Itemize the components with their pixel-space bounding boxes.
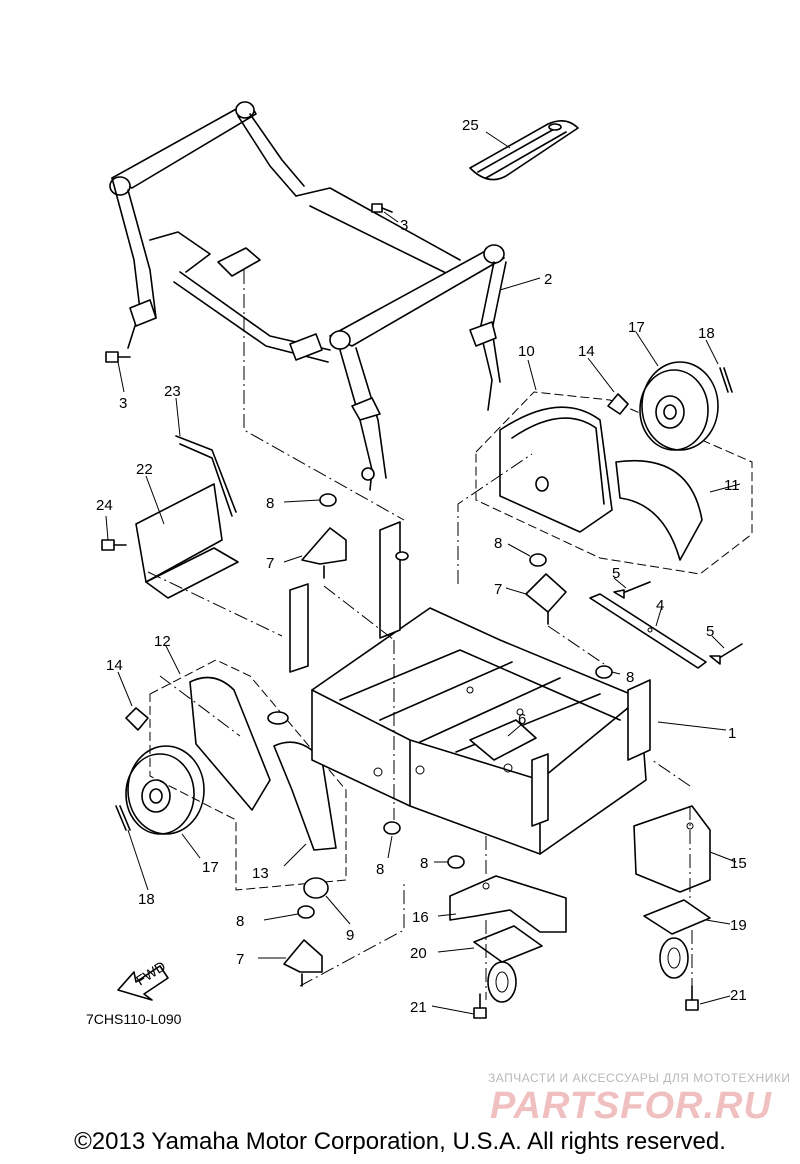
part-23-strap	[175, 435, 237, 517]
part-8-nut-a	[319, 493, 337, 507]
callout-16: 16	[412, 909, 429, 926]
part-18-pin-front	[115, 805, 131, 831]
callout-7: 7	[494, 581, 502, 598]
callout-9: 9	[346, 927, 354, 944]
callout-18: 18	[698, 325, 715, 342]
callout-23: 23	[164, 383, 181, 400]
callout-5: 5	[612, 565, 620, 582]
drawing-code: 7CHS110-L090	[86, 1011, 182, 1027]
group-12-outline	[149, 659, 347, 891]
watermark-brand: PARTSFOR.RU	[490, 1085, 772, 1127]
callout-8: 8	[266, 495, 274, 512]
callout-6: 6	[518, 711, 526, 728]
part-22-bracket	[135, 483, 239, 599]
callout-8: 8	[236, 913, 244, 930]
part-15-bracket	[633, 805, 711, 893]
callout-17: 17	[202, 859, 219, 876]
callout-12: 12	[154, 633, 171, 650]
part-13-fender-cover	[273, 741, 337, 851]
part-8-nut-c	[595, 665, 613, 679]
part-4-rail	[589, 593, 707, 669]
part-11-fender-cover	[615, 460, 703, 561]
callout-8: 8	[376, 861, 384, 878]
callout-18: 18	[138, 891, 155, 908]
leader-lines	[105, 131, 741, 1015]
callout-17: 17	[628, 319, 645, 336]
callout-14: 14	[578, 343, 595, 360]
part-8-nut-b	[529, 553, 547, 567]
copyright-notice: ©2013 Yamaha Motor Corporation, U.S.A. A…	[74, 1128, 726, 1155]
callout-4: 4	[656, 597, 664, 614]
part-7-clamp-c	[283, 939, 323, 987]
part-16-bracket	[449, 875, 567, 933]
fwd-arrow-icon: FWD	[117, 958, 169, 1001]
callout-19: 19	[730, 917, 747, 934]
part-14-cap-rear	[607, 393, 629, 415]
part-21-bolt-left	[473, 993, 487, 1019]
part-24-bolt	[101, 539, 127, 551]
part-5-pin-a	[613, 581, 651, 599]
callout-labels: 25 3 2 3 17 18 10 14 23 22 11 8 24 7 8 7…	[96, 117, 747, 1016]
callout-8: 8	[420, 855, 428, 872]
callout-3: 3	[400, 217, 408, 234]
part-17-wheel-rear	[639, 361, 719, 451]
part-8-nut-e	[447, 855, 465, 869]
watermark-tagline: ЗАПЧАСТИ И АКСЕССУАРЫ ДЛЯ МОТОТЕХНИКИ	[488, 1071, 790, 1085]
part-6-cover	[469, 719, 537, 761]
callout-22: 22	[136, 461, 153, 478]
callout-8: 8	[494, 535, 502, 552]
callout-3: 3	[119, 395, 127, 412]
callout-7: 7	[266, 555, 274, 572]
part-3-bolt-top	[371, 203, 393, 213]
callout-11: 11	[724, 477, 740, 494]
part-9-grommet	[303, 877, 329, 899]
callout-10: 10	[518, 343, 535, 360]
part-25-pad	[469, 120, 579, 181]
callout-7: 7	[236, 951, 244, 968]
part-12-fender	[189, 676, 271, 811]
callout-15: 15	[730, 855, 747, 872]
group-10-outline	[475, 391, 753, 575]
part-8-nut-f	[297, 905, 315, 919]
part-20-caster	[473, 925, 543, 1003]
callout-21: 21	[730, 987, 747, 1004]
part-14-cap-front	[125, 707, 149, 731]
callout-25: 25	[462, 117, 479, 134]
part-17-wheel-front	[125, 745, 205, 835]
assembly-lines	[147, 270, 693, 1000]
part-3-bolt-left	[105, 351, 131, 363]
callout-1: 1	[728, 725, 736, 742]
callout-13: 13	[252, 865, 269, 882]
part-10-fender	[499, 406, 613, 533]
part-19-caster	[643, 899, 711, 979]
callout-5: 5	[706, 623, 714, 640]
callout-2: 2	[544, 271, 552, 288]
part-18-pin-rear	[719, 367, 733, 393]
part-5-pin-b	[709, 643, 743, 665]
callout-21: 21	[410, 999, 427, 1016]
part-7-clamp-b	[525, 573, 567, 625]
callout-8: 8	[626, 669, 634, 686]
part-7-clamp-a	[301, 527, 347, 579]
callout-24: 24	[96, 497, 113, 514]
part-2-upper-frame	[109, 101, 507, 491]
callout-20: 20	[410, 945, 427, 962]
callout-14: 14	[106, 657, 123, 674]
part-8-nut-d	[383, 821, 401, 835]
